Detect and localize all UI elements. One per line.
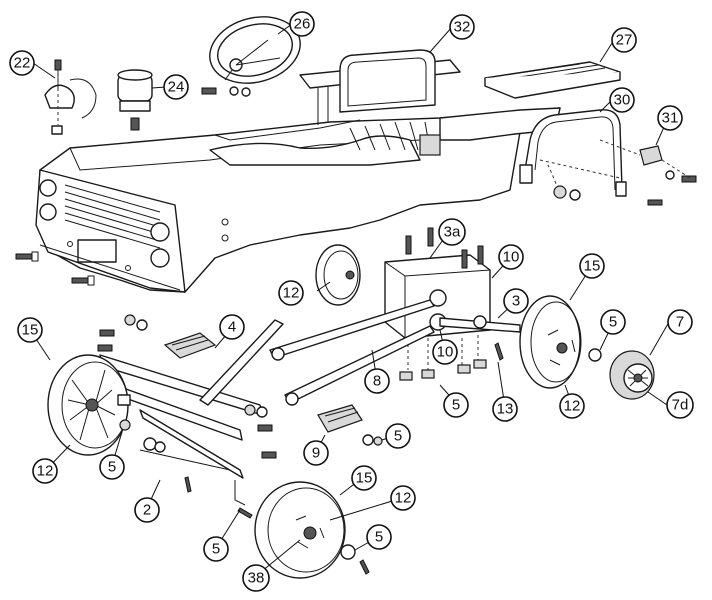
svg-text:5: 5 — [212, 541, 220, 558]
svg-text:9: 9 — [312, 445, 320, 462]
callout-10-bottom: 10 — [432, 339, 458, 365]
svg-text:12: 12 — [564, 398, 581, 415]
gearbox-bracket-part-3a — [384, 227, 491, 381]
svg-text:15: 15 — [356, 470, 373, 487]
svg-text:7: 7 — [676, 314, 684, 331]
svg-text:10: 10 — [503, 249, 520, 266]
callout-7: 7 — [667, 309, 693, 335]
callout-12-rear: 12 — [278, 280, 304, 306]
svg-text:26: 26 — [294, 16, 311, 33]
seat-back-part-32 — [299, 49, 461, 125]
callout-4: 4 — [219, 314, 245, 340]
left-front-wheel-part-15 — [47, 354, 131, 456]
svg-text:12: 12 — [283, 285, 300, 302]
svg-text:22: 22 — [14, 55, 31, 72]
pedal-rod-part-8 — [269, 299, 435, 406]
svg-text:32: 32 — [454, 19, 471, 36]
rear-bumper-part-30 — [519, 109, 663, 206]
svg-text:24: 24 — [168, 79, 185, 96]
callout-9: 9 — [303, 440, 329, 466]
callout-5-bottom-left: 5 — [203, 536, 229, 562]
callout-30: 30 — [609, 87, 635, 113]
callout-12-left: 12 — [32, 458, 58, 484]
svg-text:5: 5 — [375, 529, 383, 546]
callout-24: 24 — [163, 74, 189, 100]
clip-part-31 — [599, 139, 697, 183]
callout-26: 26 — [289, 11, 315, 37]
rack-part-27 — [484, 61, 621, 99]
pedal-part-9 — [317, 404, 383, 446]
svg-text:5: 5 — [452, 397, 460, 414]
svg-text:2: 2 — [143, 502, 151, 519]
hubcap-part-7 — [609, 350, 655, 400]
callout-5-bracket: 5 — [443, 392, 469, 418]
svg-text:10: 10 — [437, 344, 454, 361]
callout-31: 31 — [657, 105, 683, 131]
callout-3a: 3a — [438, 218, 466, 246]
svg-text:13: 13 — [497, 401, 514, 418]
callout-3: 3 — [503, 288, 529, 314]
callout-13: 13 — [492, 396, 518, 422]
svg-text:5: 5 — [609, 314, 617, 331]
callout-15-left: 15 — [17, 317, 43, 343]
callout-38: 38 — [242, 564, 270, 592]
callout-12-bottom: 12 — [390, 485, 416, 511]
callout-2: 2 — [134, 497, 160, 523]
car-body — [15, 107, 561, 293]
beacon-part-24 — [117, 69, 153, 131]
callout-32: 32 — [449, 14, 475, 40]
rear-wheel-hidden — [315, 244, 361, 306]
svg-text:15: 15 — [584, 258, 601, 275]
svg-text:5: 5 — [394, 428, 402, 445]
svg-text:7d: 7d — [672, 397, 689, 414]
callout-5-left: 5 — [99, 454, 125, 480]
front-screw-left — [15, 251, 39, 262]
steering-wheel-part-26 — [201, 16, 301, 97]
callout-22: 22 — [9, 50, 35, 76]
svg-text:15: 15 — [22, 322, 39, 339]
right-front-wheel-part-15 — [519, 295, 602, 389]
svg-text:12: 12 — [395, 490, 412, 507]
svg-text:31: 31 — [662, 110, 679, 127]
svg-text:4: 4 — [228, 319, 236, 336]
svg-text:12: 12 — [37, 463, 54, 480]
pedal-left — [163, 332, 217, 359]
svg-text:8: 8 — [373, 373, 381, 390]
callout-8: 8 — [364, 368, 390, 394]
callout-10-top: 10 — [498, 244, 524, 270]
front-screw-bottom — [71, 275, 95, 286]
callout-15-bottom: 15 — [351, 465, 377, 491]
svg-text:27: 27 — [616, 32, 633, 49]
callout-5-right: 5 — [600, 309, 626, 335]
bottom-front-wheel-part-15 — [254, 481, 370, 579]
callout-12-right: 12 — [559, 393, 585, 419]
callout-5-pedal: 5 — [385, 423, 411, 449]
svg-text:38: 38 — [248, 570, 265, 587]
svg-text:3: 3 — [512, 293, 520, 310]
svg-text:3a: 3a — [444, 224, 461, 241]
callout-15-right: 15 — [579, 253, 605, 279]
svg-text:5: 5 — [108, 459, 116, 476]
callout-5-bottom-right: 5 — [366, 524, 392, 550]
lamp-part-22 — [44, 59, 97, 135]
svg-text:30: 30 — [614, 92, 631, 109]
callout-27: 27 — [611, 27, 637, 53]
callout-7d: 7d — [666, 391, 694, 419]
